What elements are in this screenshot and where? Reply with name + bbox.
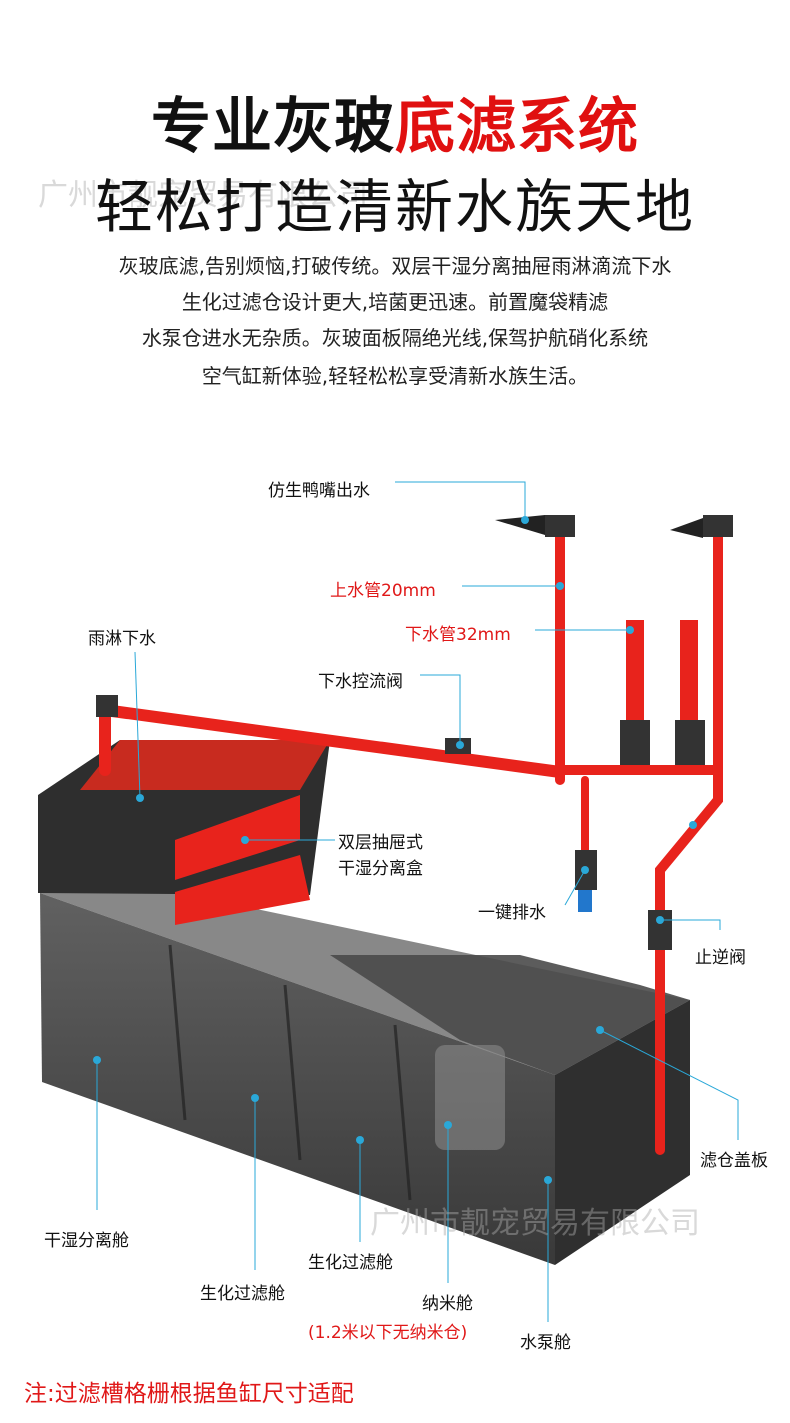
label-bio-chamber: 生化过滤舱 bbox=[308, 1253, 393, 1273]
title-red: 底滤系统 bbox=[395, 92, 639, 162]
leader-lines bbox=[96, 481, 739, 1322]
description-line: 空气缸新体验,轻轻松松享受清新水族生活。 bbox=[201, 364, 589, 388]
label-bio-chamber: 生化过滤舱 bbox=[200, 1284, 285, 1304]
title-black: 专业灰玻 bbox=[151, 92, 395, 162]
watermark-bottom: 广州市靓宠贸易有限公司 bbox=[370, 1206, 700, 1241]
label-inlet-pipe: 上水管20mm bbox=[330, 581, 436, 601]
description-line: 生化过滤仓设计更大,培菌更迅速。前置魔袋精滤 bbox=[181, 290, 609, 314]
cover-plate bbox=[330, 955, 690, 1075]
label-nano: 纳米舱 bbox=[422, 1294, 473, 1314]
label-drawer: 双层抽屉式 bbox=[338, 833, 423, 853]
drawer-upper bbox=[175, 795, 300, 880]
nano-sock bbox=[435, 1045, 505, 1150]
label-outlet-pipe: 下水管32mm bbox=[405, 625, 511, 645]
tank-front bbox=[40, 893, 555, 1265]
page-subtitle: 轻松打造清新水族天地 bbox=[94, 173, 695, 241]
return-pipe bbox=[655, 775, 723, 1155]
label-drain: 一键排水 bbox=[478, 903, 546, 923]
label-nano-note: (1.2米以下无纳米仓) bbox=[308, 1323, 468, 1343]
label-drawer: 干湿分离盒 bbox=[338, 859, 423, 879]
label-cover: 滤仓盖板 bbox=[700, 1151, 768, 1171]
label-rain-drain: 雨淋下水 bbox=[88, 629, 156, 649]
description-line: 灰玻底滤,告别烦恼,打破传统。双层干湿分离抽屉雨淋滴流下水 bbox=[118, 254, 672, 278]
outlet-pipe-2 bbox=[680, 620, 698, 730]
page-title: 专业灰玻底滤系统 bbox=[0, 78, 790, 165]
label-duckbill: 仿生鸭嘴出水 bbox=[268, 481, 370, 501]
outlet-pipe-1 bbox=[626, 620, 644, 730]
watermark-top: 广州市靓宠贸易有限公司 bbox=[38, 178, 368, 213]
description-line: 水泵仓进水无杂质。灰玻面板隔绝光线,保驾护航硝化系统 bbox=[141, 326, 649, 350]
duckbill-nozzle bbox=[495, 515, 545, 535]
drawer-lower bbox=[175, 855, 310, 925]
label-pump: 水泵舱 bbox=[520, 1333, 571, 1353]
label-flow-valve: 下水控流阀 bbox=[318, 672, 403, 692]
footnote: 注:过滤槽格栅根据鱼缸尺寸适配 bbox=[24, 1381, 354, 1407]
label-check-valve: 止逆阀 bbox=[695, 948, 746, 968]
label-dry-wet: 干湿分离舱 bbox=[44, 1231, 129, 1251]
